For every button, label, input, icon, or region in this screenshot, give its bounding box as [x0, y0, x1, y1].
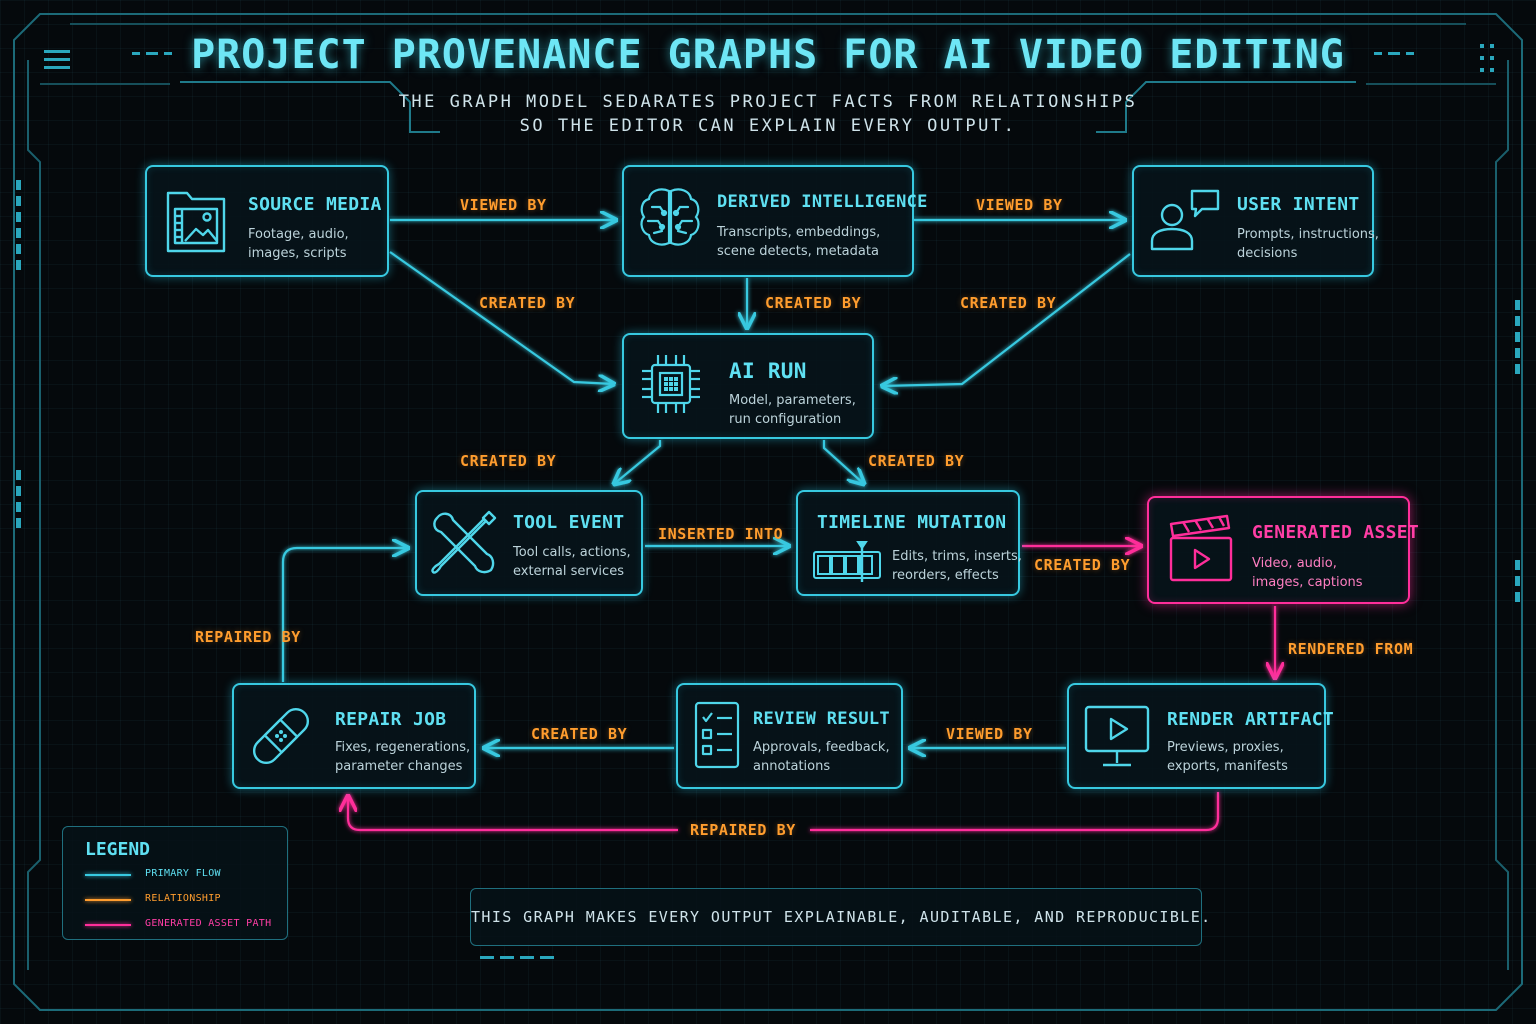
- edge-airun-timeline: [822, 440, 864, 484]
- clapperboard-icon: [1167, 512, 1235, 586]
- edge-label-source-airun: CREATED BY: [479, 294, 576, 312]
- node-description: Transcripts, embeddings, scene detects, …: [717, 225, 881, 259]
- connectors: [281, 220, 1275, 832]
- outer-frame: [13, 13, 1523, 1011]
- legend-title: LEGEND: [85, 839, 151, 860]
- edge-label-intent-airun: CREATED BY: [960, 294, 1057, 312]
- legend-swatch: [85, 874, 131, 876]
- node-render-artifact[interactable]: RENDER ARTIFACT Previews, proxies, expor…: [1067, 683, 1334, 789]
- node-title: REVIEW RESULT: [753, 709, 890, 729]
- edge-render-repair-b: [348, 796, 678, 832]
- chip-icon: [638, 351, 704, 417]
- node-description: Tool calls, actions, external services: [513, 545, 631, 579]
- legend-label: RELATIONSHIP: [145, 893, 221, 904]
- edge-label-review-repair: CREATED BY: [531, 725, 628, 743]
- edge-label-asset-render: RENDERED FROM: [1288, 640, 1414, 658]
- bandage-icon: [244, 699, 318, 773]
- page-title: PROJECT PROVENANCE GRAPHS FOR AI VIDEO E…: [191, 32, 1345, 78]
- folder-media-icon: [165, 185, 227, 255]
- node-tool-event[interactable]: TOOL EVENT Tool calls, actions, external…: [415, 490, 643, 596]
- checklist-icon: [692, 699, 742, 771]
- edge-label-source-derived: VIEWED BY: [460, 196, 547, 214]
- node-ai-run[interactable]: AI RUN Model, parameters, run configurat…: [622, 333, 874, 439]
- subtitle-line-2: SO THE EDITOR CAN EXPLAIN EVERY OUTPUT.: [519, 116, 1017, 136]
- node-title: RENDER ARTIFACT: [1167, 709, 1335, 730]
- edge-label-timeline-asset: CREATED BY: [1034, 556, 1131, 574]
- node-derived-intelligence[interactable]: DERIVED INTELLIGENCE Transcripts, embedd…: [622, 165, 927, 277]
- edge-label-derived-intent: VIEWED BY: [976, 196, 1063, 214]
- node-source-media[interactable]: SOURCE MEDIA Footage, audio, images, scr…: [145, 165, 389, 277]
- node-user-intent[interactable]: USER INTENT Prompts, instructions, decis…: [1132, 165, 1379, 277]
- edge-render-repair-a: [810, 792, 1220, 832]
- edge-airun-tool: [614, 440, 662, 484]
- brain-icon: [638, 185, 702, 251]
- node-review-result[interactable]: REVIEW RESULT Approvals, feedback, annot…: [676, 683, 903, 789]
- node-description: Footage, audio, images, scripts: [248, 227, 349, 261]
- node-title: SOURCE MEDIA: [248, 194, 382, 215]
- page-subtitle: THE GRAPH MODEL SEDARATES PROJECT FACTS …: [0, 90, 1536, 138]
- edge-label-render-review: VIEWED BY: [946, 725, 1033, 743]
- edge-label-airun-timeline: CREATED BY: [868, 452, 965, 470]
- node-title: GENERATED ASSET: [1252, 522, 1420, 543]
- node-title: TOOL EVENT: [513, 512, 625, 533]
- node-repair-job[interactable]: REPAIR JOB Fixes, regenerations, paramet…: [232, 683, 476, 789]
- node-description: Approvals, feedback, annotations: [753, 740, 890, 774]
- subtitle-line-1: THE GRAPH MODEL SEDARATES PROJECT FACTS …: [398, 92, 1138, 112]
- node-title: TIMELINE MUTATION: [817, 512, 1007, 533]
- footer-statement: THIS GRAPH MAKES EVERY OUTPUT EXPLAINABL…: [470, 888, 1210, 946]
- node-description: Fixes, regenerations, parameter changes: [335, 740, 471, 774]
- node-title: REPAIR JOB: [335, 709, 447, 730]
- legend-label: PRIMARY FLOW: [145, 868, 221, 879]
- node-timeline-mutation[interactable]: TIMELINE MUTATION Edits, trims, inserts,…: [796, 490, 1022, 596]
- edge-label-tool-timeline: INSERTED INTO: [658, 525, 784, 543]
- edge-repair-tool: [281, 548, 408, 682]
- node-title: AI RUN: [729, 359, 807, 383]
- node-generated-asset[interactable]: GENERATED ASSET Video, audio, images, ca…: [1147, 496, 1419, 604]
- node-description: Previews, proxies, exports, manifests: [1167, 740, 1288, 774]
- edge-label-derived-airun: CREATED BY: [765, 294, 862, 312]
- node-title: DERIVED INTELLIGENCE: [717, 192, 928, 212]
- node-description: Video, audio, images, captions: [1252, 556, 1363, 590]
- node-description: Model, parameters, run configuration: [729, 393, 856, 427]
- edge-label-repair-tool: REPAIRED BY: [195, 628, 301, 646]
- legend-swatch: [85, 924, 131, 926]
- node-title: USER INTENT: [1237, 194, 1360, 215]
- monitor-play-icon: [1083, 701, 1151, 771]
- edge-source-airun: [389, 251, 614, 384]
- tools-icon: [429, 508, 499, 580]
- edge-label-render-repair: REPAIRED BY: [690, 821, 796, 839]
- node-description: Prompts, instructions, decisions: [1237, 227, 1379, 261]
- frame-accents: [16, 44, 1520, 959]
- timeline-icon: [812, 540, 882, 582]
- user-chat-icon: [1148, 187, 1224, 253]
- legend-swatch: [85, 899, 131, 901]
- edge-label-airun-tool: CREATED BY: [460, 452, 557, 470]
- node-description: Edits, trims, inserts, reorders, effects: [892, 549, 1022, 583]
- legend: LEGEND PRIMARY FLOW RELATIONSHIP GENERAT…: [62, 826, 288, 940]
- legend-label: GENERATED ASSET PATH: [145, 918, 272, 929]
- edge-intent-airun: [882, 253, 1131, 386]
